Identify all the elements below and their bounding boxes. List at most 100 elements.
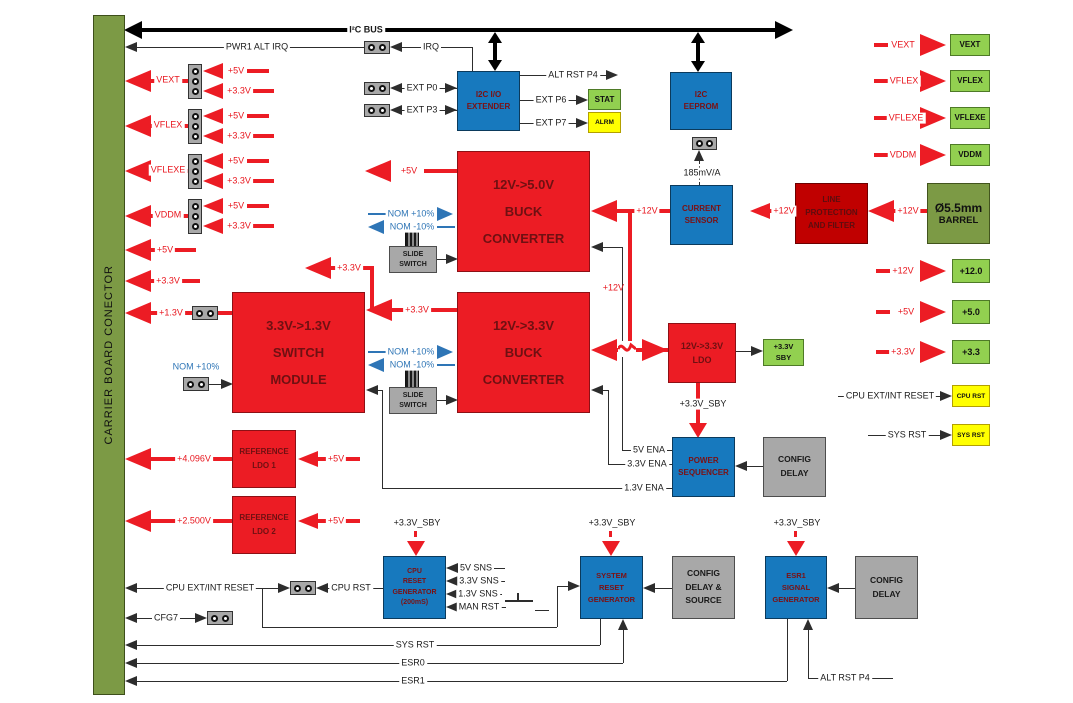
vflex-select-jumper bbox=[188, 109, 202, 144]
arrow-cfgdelaysrc bbox=[643, 583, 655, 593]
cpu-reset-branch-v bbox=[262, 588, 263, 627]
vext-out-dash bbox=[874, 43, 888, 47]
irq-label: IRQ bbox=[420, 41, 442, 53]
arrow-sysrst-conn bbox=[125, 640, 137, 650]
p12-out-dash bbox=[876, 269, 890, 273]
pushbutton-tail bbox=[535, 610, 549, 611]
arrow-extp0-in bbox=[445, 83, 457, 93]
vflex-label: VFLEX bbox=[151, 119, 185, 131]
arrow-eeprom-down bbox=[691, 61, 705, 72]
pushbutton-bar bbox=[505, 600, 533, 602]
12v-label-barrel: +12V bbox=[895, 205, 921, 217]
vddm-5v-label: +5V bbox=[225, 200, 247, 212]
p33-out-dash bbox=[876, 350, 890, 354]
vflexe-label: VFLEXE bbox=[148, 164, 188, 176]
vflex-output-box: VFLEX bbox=[950, 70, 990, 92]
vext-5v-wire bbox=[247, 69, 269, 73]
sense-ratio-label: 185mV/A bbox=[681, 167, 723, 179]
arrow-sysrst-box bbox=[940, 430, 952, 440]
arrow-altrst-out bbox=[606, 70, 618, 80]
vflex-5v-wire bbox=[247, 114, 269, 118]
cfgdelaysrc-line bbox=[655, 588, 672, 589]
p5-out-label: +5V bbox=[895, 306, 917, 318]
arrow-nom-plus-2 bbox=[437, 345, 453, 359]
arrow-rail-5v bbox=[125, 239, 151, 261]
irq-jumper bbox=[364, 41, 390, 54]
slide1-link bbox=[437, 259, 449, 260]
arrow-sby-esrgen bbox=[787, 541, 805, 556]
sns5-label: 5V SNS bbox=[457, 562, 495, 574]
arrow-12v-into-sensor bbox=[750, 203, 770, 219]
vext-33v-wire bbox=[252, 89, 274, 93]
12v-label-vertical: +12V bbox=[602, 282, 624, 293]
arrow-sns33 bbox=[446, 576, 458, 586]
arrow-slide2 bbox=[446, 395, 458, 405]
esr0-label: ESR0 bbox=[399, 657, 427, 669]
arrow-extp0-jmp bbox=[390, 83, 402, 93]
arrow-ena5 bbox=[591, 242, 603, 252]
i2c-bus-line bbox=[140, 28, 777, 32]
connector-label: CARRIER BOARD CONECTOR bbox=[103, 265, 115, 445]
arrow-extp3-jmp bbox=[390, 105, 402, 115]
cpu-rst-jumper bbox=[290, 581, 316, 595]
cpu-reset-out-label: CPU EXT/INT RESET bbox=[843, 390, 937, 402]
nom3-dash bbox=[368, 351, 386, 353]
arrow-extp3-in bbox=[445, 105, 457, 115]
vflexe-33v-wire bbox=[252, 179, 274, 183]
arrow-vflexe-box bbox=[920, 107, 946, 129]
arrow-12v-into-ldo bbox=[642, 339, 668, 361]
arrow-12v-into-lineprot bbox=[868, 200, 894, 222]
arrow-esr0-up bbox=[618, 619, 628, 630]
vddm-33v-label: +3.3V bbox=[225, 220, 253, 232]
arrow-nom-minus-1 bbox=[368, 220, 384, 234]
i2c-bus-label: I²C BUS bbox=[347, 24, 385, 36]
arrow-esr0-conn bbox=[125, 658, 137, 668]
vext-output-box: VEXT bbox=[950, 34, 990, 56]
p33-output-box: +3.3 bbox=[952, 340, 990, 364]
ena13-line bbox=[382, 488, 672, 489]
arrow-12v-into-buck33 bbox=[591, 339, 617, 361]
altrst-vert bbox=[808, 630, 809, 678]
sys-rst-vert bbox=[600, 619, 601, 645]
p5-output-box: +5.0 bbox=[952, 300, 990, 324]
vflexe-select-jumper bbox=[188, 154, 202, 189]
sby-label-sysgen: +3.3V_SBY bbox=[586, 517, 638, 529]
ext-p7-label: EXT P7 bbox=[533, 117, 569, 129]
arrow-ldo-sby bbox=[751, 346, 763, 356]
cpu-rst-label: CPU RST bbox=[329, 582, 373, 594]
i2c-drop-extender bbox=[493, 38, 497, 64]
vflexe-33v-label: +3.3V bbox=[225, 175, 253, 187]
arrow-extp7 bbox=[576, 118, 588, 128]
nom-jumper-link bbox=[209, 384, 223, 385]
arrow-ena13 bbox=[366, 385, 378, 395]
arrow-rail-33v bbox=[125, 270, 151, 292]
arrow-ena33 bbox=[591, 385, 603, 395]
5v-out-label: +5V bbox=[398, 165, 420, 177]
arrow-12v-into-buck5 bbox=[591, 200, 617, 222]
arrow-altrst-up bbox=[803, 619, 813, 630]
33v-module-label: +3.3V bbox=[403, 304, 431, 316]
nom-minus-label-1: NOM -10% bbox=[387, 221, 437, 233]
arrow-extender-up bbox=[488, 32, 502, 43]
ena13-vert bbox=[382, 390, 383, 488]
arrow-vext-box bbox=[920, 34, 946, 56]
arrow-vext-5v bbox=[203, 63, 223, 79]
sns33-label: 3.3V SNS bbox=[457, 575, 501, 587]
vflex-out-dash bbox=[874, 79, 888, 83]
vext-out-label: VEXT bbox=[889, 39, 917, 51]
vddm-out-label: VDDM bbox=[887, 149, 919, 161]
arrow-ref2-out bbox=[125, 510, 151, 532]
cfgdelay-line bbox=[745, 466, 763, 467]
33v-upper-label: +3.3V bbox=[335, 262, 363, 274]
vddm-33v-wire bbox=[252, 224, 274, 228]
